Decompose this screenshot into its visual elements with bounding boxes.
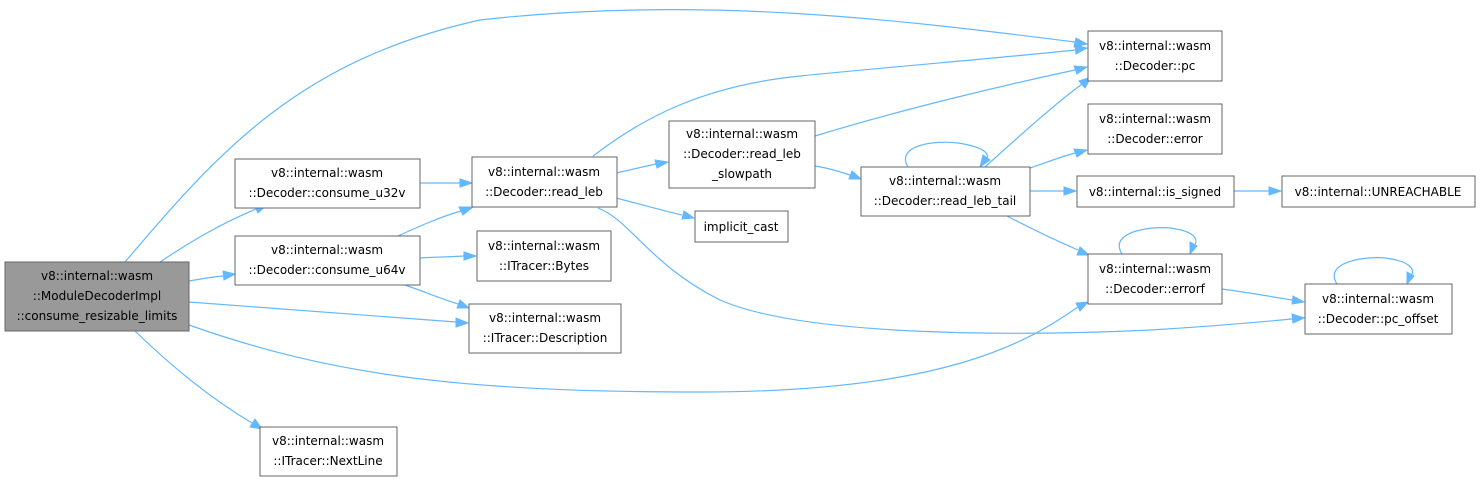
- node-bytes[interactable]: v8::internal::wasm ::ITracer::Bytes: [476, 230, 612, 282]
- edge-arrow-icon: [459, 178, 474, 188]
- node-read-leb-slowpath[interactable]: v8::internal::wasm ::Decoder::read_leb _…: [668, 120, 816, 189]
- edge-arrow-icon: [463, 251, 478, 261]
- edge-arrow-icon: [1406, 271, 1415, 286]
- edge-arrow-icon: [1291, 295, 1306, 305]
- edge-root-to-errorf: [188, 306, 1079, 393]
- edge-read-leb-to-pc-offset: [597, 207, 1293, 334]
- node-label: ::Decoder::error: [1107, 132, 1203, 146]
- edge-errorf-to-pc-offset: [1221, 288, 1293, 301]
- node-label: v8::internal::UNREACHABLE: [1295, 185, 1462, 199]
- edge-root-to-consume-u64v: [188, 275, 224, 282]
- node-error[interactable]: v8::internal::wasm ::Decoder::error: [1087, 103, 1223, 155]
- edge-arrow-icon: [848, 170, 863, 180]
- node-label: implicit_cast: [704, 220, 779, 234]
- edge-root-to-consume-u32v: [159, 208, 257, 263]
- node-unreachable[interactable]: v8::internal::UNREACHABLE: [1281, 175, 1476, 208]
- edge-slowpath-to-pc: [814, 69, 1076, 137]
- node-label: ::ITracer::Bytes: [499, 259, 589, 273]
- node-label: v8::internal::wasm: [1099, 112, 1211, 126]
- node-label: ::Decoder::errorf: [1105, 282, 1206, 296]
- edge-consume-u64v-to-bytes: [419, 255, 465, 259]
- node-label: v8::internal::wasm: [271, 243, 383, 257]
- node-root[interactable]: v8::internal::wasm ::ModuleDecoderImpl :…: [4, 261, 190, 332]
- node-label: _slowpath: [711, 167, 772, 181]
- node-label: ::Decoder::consume_u64v: [249, 263, 406, 277]
- edge-arrow-icon: [1063, 186, 1078, 196]
- edge-arrow-icon: [1076, 246, 1091, 256]
- nodes: v8::internal::wasm ::ModuleDecoderImpl :…: [4, 30, 1476, 477]
- node-description[interactable]: v8::internal::wasm ::ITracer::Descriptio…: [468, 303, 622, 354]
- node-label: v8::internal::wasm: [1322, 292, 1434, 306]
- edge-root-to-description: [188, 301, 457, 323]
- node-label: v8::internal::wasm: [488, 165, 600, 179]
- node-label: v8::internal::is_signed: [1089, 185, 1221, 199]
- node-consume-u32v[interactable]: v8::internal::wasm ::Decoder::consume_u3…: [234, 158, 421, 209]
- node-label: ::ModuleDecoderImpl: [33, 289, 161, 303]
- edge-read-leb-to-slowpath: [615, 163, 657, 174]
- edge-root-to-pc: [124, 8, 1076, 263]
- edge-arrow-icon: [1075, 301, 1090, 312]
- edge-arrow-icon: [681, 210, 696, 220]
- edge-arrow-icon: [1268, 186, 1283, 196]
- node-errorf[interactable]: v8::internal::wasm ::Decoder::errorf: [1087, 253, 1223, 305]
- edge-arrow-icon: [222, 270, 237, 281]
- edge-leb-tail-to-error: [1029, 152, 1076, 169]
- node-label: v8::internal::wasm: [1099, 39, 1211, 53]
- edge-leb-tail-self-loop: [905, 141, 989, 168]
- node-label: v8::internal::wasm: [272, 434, 384, 448]
- edge-arrow-icon: [979, 154, 991, 169]
- edge-read-leb-to-implicit-cast: [615, 197, 683, 216]
- node-label: v8::internal::wasm: [686, 127, 798, 141]
- edge-arrow-icon: [455, 317, 470, 328]
- node-label: v8::internal::wasm: [41, 269, 153, 283]
- node-read-leb[interactable]: v8::internal::wasm ::Decoder::read_leb: [471, 156, 618, 208]
- edge-read-leb-to-pc: [592, 49, 1076, 157]
- edge-arrow-icon: [1189, 241, 1198, 256]
- edge-arrow-icon: [458, 206, 475, 216]
- edge-arrow-icon: [654, 159, 670, 169]
- edge-pc-offset-self-loop: [1333, 257, 1414, 285]
- edge-arrow-icon: [1291, 313, 1306, 324]
- node-label: ::Decoder::pc: [1115, 59, 1196, 73]
- edge-arrow-icon: [249, 418, 264, 430]
- node-is-signed[interactable]: v8::internal::is_signed: [1076, 175, 1235, 208]
- node-label: ::ITracer::Description: [483, 331, 608, 345]
- node-read-leb-tail[interactable]: v8::internal::wasm ::Decoder::read_leb_t…: [860, 166, 1031, 217]
- edge-consume-u64v-to-description: [404, 284, 459, 305]
- edge-root-to-nextline: [134, 330, 253, 424]
- edge-arrow-icon: [1073, 148, 1089, 158]
- node-label: v8::internal::wasm: [271, 166, 383, 180]
- edge-arrow-icon: [1074, 44, 1089, 55]
- node-label: v8::internal::wasm: [889, 174, 1001, 188]
- node-label: v8::internal::wasm: [1099, 262, 1211, 276]
- edge-arrow-icon: [1073, 65, 1089, 75]
- node-label: v8::internal::wasm: [489, 311, 601, 325]
- edge-errorf-self-loop: [1118, 227, 1197, 255]
- edge-slowpath-to-leb-tail: [814, 165, 851, 176]
- edge-consume-u64v-to-read-leb: [397, 210, 462, 237]
- node-pc-offset[interactable]: v8::internal::wasm ::Decoder::pc_offset: [1304, 283, 1453, 335]
- node-label: ::Decoder::pc_offset: [1318, 312, 1439, 326]
- edge-leb-tail-to-errorf: [1004, 214, 1079, 251]
- node-label: ::ITracer::NextLine: [273, 454, 382, 468]
- node-implicit-cast[interactable]: implicit_cast: [694, 210, 789, 243]
- node-label: ::Decoder::consume_u32v: [249, 186, 406, 200]
- edge-leb-tail-to-pc: [984, 83, 1083, 168]
- node-consume-u64v[interactable]: v8::internal::wasm ::Decoder::consume_u6…: [234, 235, 421, 286]
- node-pc[interactable]: v8::internal::wasm ::Decoder::pc: [1087, 30, 1223, 82]
- node-label: v8::internal::wasm: [488, 239, 600, 253]
- edge-arrow-icon: [456, 299, 471, 309]
- node-nextline[interactable]: v8::internal::wasm ::ITracer::NextLine: [259, 426, 398, 477]
- node-label: ::consume_resizable_limits: [17, 309, 178, 323]
- edge-arrow-icon: [1073, 37, 1089, 48]
- node-label: ::Decoder::read_leb_tail: [874, 194, 1017, 208]
- node-label: ::Decoder::read_leb: [485, 185, 603, 199]
- node-label: ::Decoder::read_leb: [683, 147, 801, 161]
